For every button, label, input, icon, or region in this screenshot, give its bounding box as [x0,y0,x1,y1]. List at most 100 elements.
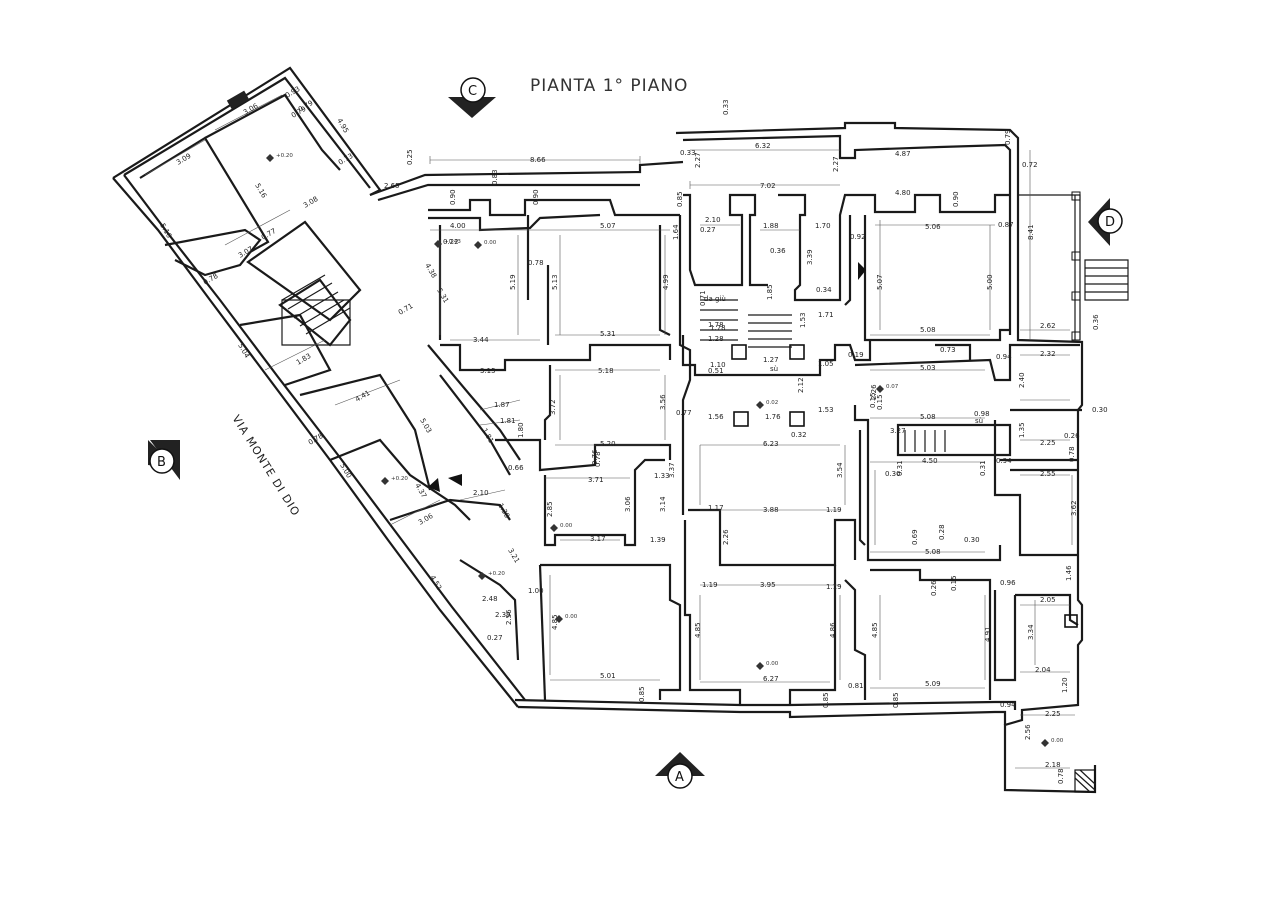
dimension-label: 3.56 [659,394,667,410]
level-mark-value: 0.00 [766,661,779,667]
dimension-label: 0.32 [791,431,807,439]
dimension-label: 4.80 [895,189,911,197]
dimension-label: 2.27 [694,152,702,168]
dimension-label: 0.15 [869,392,877,408]
level-mark-value: 0.00 [565,614,578,620]
dimension-label: 1.64 [672,224,680,240]
dimension-label: 3.15 [480,367,496,375]
dimension-label: 5.16 [253,182,268,200]
dimension-label: 2.39 [495,611,511,619]
level-marker-icon [478,572,486,580]
dimension-label: 1.81 [500,417,516,425]
dimension-label: 3.72 [549,399,557,415]
balcony [1018,191,1081,341]
dimension-label: 3.88 [763,506,779,514]
plan-title: PIANTA 1° PIANO [530,76,688,96]
svg-text:D: D [1105,215,1115,230]
level-mark-value: +0.20 [391,476,408,482]
dimension-label: 8.66 [530,156,546,164]
dimension-label: 3.71 [588,476,604,484]
dimension-label: 1.78 [710,324,726,332]
dimension-label: 0.77 [676,409,692,417]
dimension-label: 0.26 [930,580,938,596]
dimension-label: 0.15 [876,394,884,410]
dimension-label: 0.78 [1068,446,1076,462]
dimension-label: 0.72 [1022,161,1038,169]
dimension-label: 2.26 [722,529,730,545]
dimension-label: 3.37 [668,462,676,478]
level-marker-icon [756,401,764,409]
dimension-label: 0.85 [892,692,900,708]
dimension-label: 3.44 [473,336,489,344]
dimension-label: 7.02 [760,182,776,190]
dimension-label: 0.76 [591,449,599,465]
dimension-label: 5.18 [598,367,614,375]
dimension-label: 2.10 [705,216,721,224]
dimension-label: 1.88 [763,222,779,230]
dimension-label: 1.20 [1061,677,1069,693]
stair-label-from-below: da giù [704,295,726,303]
dimension-label: 5.09 [925,680,941,688]
dimension-label: 5.31 [600,330,616,338]
dimension-label: 0.83 [491,169,499,185]
dimension-label: 1.76 [765,413,781,421]
dimension-label: 0.94 [996,457,1012,465]
dimension-label: 3.39 [806,249,814,265]
dimension-label: 1.39 [650,536,666,544]
dimension-label: 6.32 [755,142,771,150]
dimension-label: 5.07 [600,222,616,230]
dimension-label: 0.66 [508,464,524,472]
level-marker-icon [550,524,558,532]
dimension-label: 4.52 [428,574,443,592]
dimension-label: 0.85 [638,686,646,702]
dimension-label: 0.69 [911,529,919,545]
dimension-label: 0.28 [938,524,946,540]
dimension-label: 1.17 [708,504,724,512]
stair-label-up-1: sù [770,365,778,373]
dimension-label: 0.33 [722,99,730,115]
dimension-label: 1.00 [528,587,544,595]
dimension-label: 0.79 [1004,129,1012,145]
stair-treads [281,259,1129,452]
dimension-label: 2.25 [1045,710,1061,718]
dimension-label: 0.27 [487,634,503,642]
dimension-label: 2.40 [1018,372,1026,388]
dimension-label: 4.38 [423,262,438,280]
dimension-label: 4.85 [551,614,559,630]
level-marker-icon [381,477,389,485]
level-mark-value: 0.07 [886,384,899,390]
dimension-label: 1.83 [295,352,313,367]
dimension-label: 3.34 [1027,624,1035,640]
level-mark: 0.00 [555,614,578,623]
dimension-label: 2.18 [1045,761,1061,769]
dimension-label: 0.78 [528,259,544,267]
dimension-label: 0.15 [950,575,958,591]
level-mark-value: 0.00 [484,240,497,246]
level-marker-icon [266,154,274,162]
level-mark: +0.20 [266,153,293,162]
dimension-label: 1.70 [815,222,831,230]
dimension-label: 0.81 [848,682,864,690]
section-marker-d: D [1088,198,1123,246]
dimension-label: 5.20 [600,440,616,448]
dimension-label: 2.56 [1024,724,1032,740]
dimension-label: 0.26 [1064,432,1080,440]
dimension-label: 0.85 [822,692,830,708]
dimension-label: 1.53 [818,406,834,414]
dimension-label: 4.85 [871,622,879,638]
level-marker-icon [434,240,442,248]
pillars [226,90,1096,793]
dimension-label: 5.00 [986,274,994,290]
dimension-label: 5.08 [920,326,936,334]
level-mark-value: 0.00 [560,523,573,529]
dimension-label: 4.87 [895,150,911,158]
dimension-label: 1.19 [702,581,718,589]
level-mark-value: +0.43 [444,239,461,245]
dimension-label: 0.78 [594,451,602,467]
dimension-label: 0.36 [1092,314,1100,330]
dimension-label: 4.41 [354,389,372,404]
level-marker-icon [1041,739,1049,747]
outer-walls [112,66,1097,794]
dimension-label: 2.65 [384,182,400,190]
section-marker-c: C [448,77,496,118]
